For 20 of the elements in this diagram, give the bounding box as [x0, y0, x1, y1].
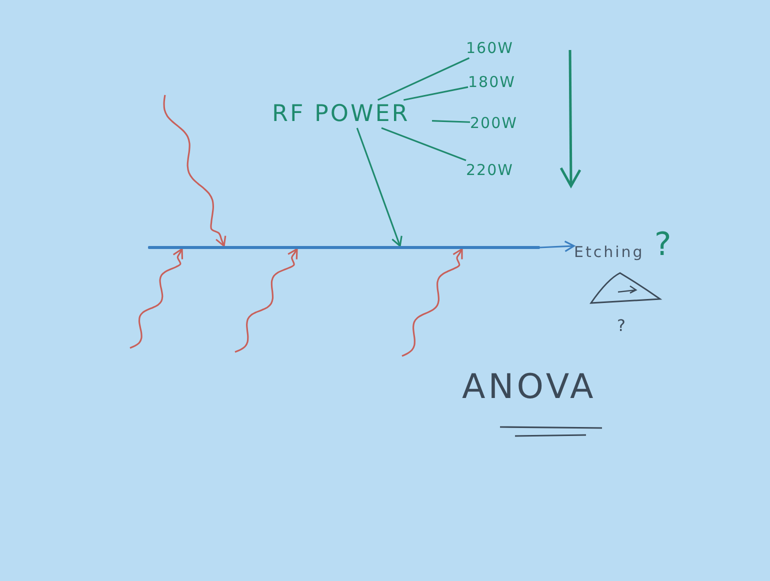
node-label: 220W: [466, 160, 516, 180]
question-mark: ?: [617, 318, 628, 334]
wavy-arrow: [163, 94, 226, 247]
node-label: RF POWER: [272, 100, 432, 128]
branch-line: [381, 127, 466, 162]
method-label: ANOVA: [462, 370, 596, 404]
wavy-arrow: [130, 248, 184, 349]
branch-line: [377, 57, 470, 101]
outcome-label: Etching: [574, 245, 644, 260]
spine-line: [148, 246, 540, 249]
node-label: 180W: [468, 72, 518, 92]
wavy-arrow: [402, 248, 463, 357]
branch-line: [432, 120, 470, 123]
wavy-arrow: [234, 248, 298, 353]
node-label: 160W: [466, 38, 516, 58]
branch-line: [403, 86, 468, 101]
arrow: [540, 240, 575, 252]
question-mark: ?: [654, 228, 674, 260]
node-label: 200W: [470, 113, 520, 133]
arrow: [356, 128, 402, 247]
